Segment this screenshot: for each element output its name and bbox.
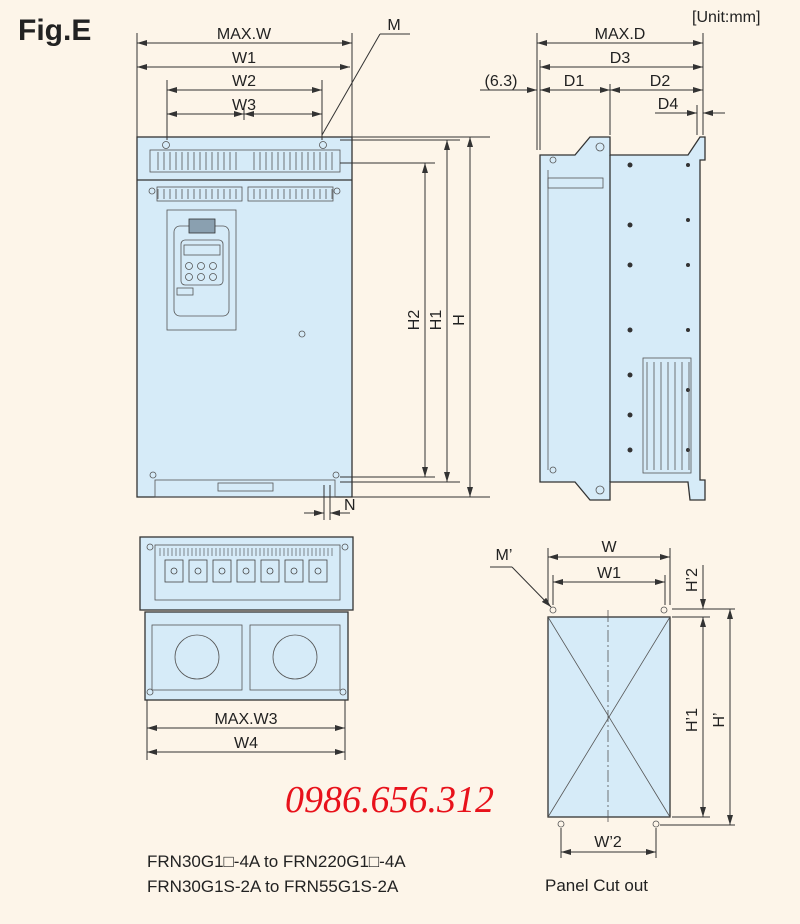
- dim-d2: D2: [650, 73, 671, 90]
- dim-offset: (6.3): [485, 73, 518, 90]
- cut-dim-h1: H’1: [684, 708, 701, 732]
- model-range-2: FRN30G1S-2A to FRN55G1S-2A: [147, 877, 399, 896]
- cut-dim-h2: H’2: [684, 568, 701, 592]
- dim-d4: D4: [658, 96, 679, 113]
- side-view: [539, 136, 706, 501]
- dim-h1: H1: [428, 310, 445, 331]
- dim-n: N: [344, 497, 356, 514]
- side-dimensions: MAX.D D3 D1 D2 D4 (6.3): [480, 26, 725, 150]
- dim-w3: W3: [232, 97, 256, 114]
- front-view: [136, 136, 353, 498]
- dim-h: H: [451, 314, 468, 326]
- front-dimensions: MAX.W W1 W2 W3 M H2 H1 H N: [136, 17, 490, 520]
- dim-w2: W2: [232, 73, 256, 90]
- dim-d3: D3: [610, 50, 631, 67]
- dim-m: M: [387, 17, 400, 34]
- dim-max-w: MAX.W: [217, 26, 272, 43]
- unit-label: [Unit:mm]: [692, 9, 760, 26]
- dim-w1: W1: [232, 50, 256, 67]
- bottom-view: [139, 536, 354, 701]
- dim-h2: H2: [406, 310, 423, 331]
- dim-d1: D1: [564, 73, 585, 90]
- cut-dim-w2: W’2: [594, 834, 622, 851]
- cut-dim-w1: W1: [597, 565, 621, 582]
- cut-dim-h: H’: [711, 712, 728, 727]
- bottom-dimensions: MAX.W3 W4: [146, 700, 346, 760]
- cut-dim-w: W: [601, 539, 617, 556]
- panel-cutout-caption: Panel Cut out: [545, 876, 648, 895]
- dim-max-w3: MAX.W3: [214, 711, 277, 728]
- figure-title: Fig.E: [18, 14, 91, 47]
- dim-w4: W4: [234, 735, 258, 752]
- panel-cutout: W W1 M’ H’2 H’1 H’ W’2 Panel Cut out: [490, 539, 735, 895]
- cut-dim-m: M’: [496, 547, 513, 564]
- dim-max-d: MAX.D: [595, 26, 646, 43]
- model-range-1: FRN30G1□-4A to FRN220G1□-4A: [147, 852, 406, 871]
- phone-number: 0986.656.312: [285, 779, 494, 821]
